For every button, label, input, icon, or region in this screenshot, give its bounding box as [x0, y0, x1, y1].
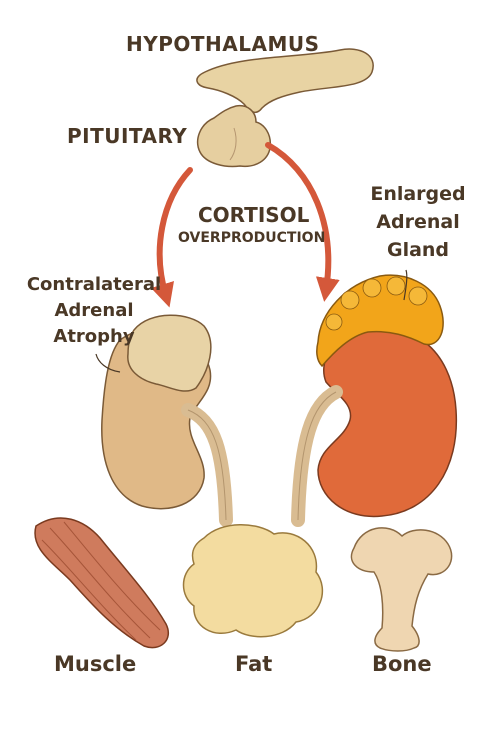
- enlarged-line-2: Adrenal: [376, 211, 460, 233]
- enlarged-adrenal-label: Enlarged Adrenal Gland: [356, 180, 480, 264]
- fat-shape: [182, 524, 324, 638]
- pituitary-label: PITUITARY: [67, 124, 188, 148]
- bone-label: Bone: [372, 652, 432, 676]
- contralateral-line-3: Atrophy: [53, 326, 135, 347]
- hypothalamus-shape: [196, 48, 374, 114]
- fat-label: Fat: [235, 652, 273, 676]
- contralateral-atrophy-label: Contralateral Adrenal Atrophy: [14, 272, 174, 350]
- contralateral-line-2: Adrenal: [54, 300, 134, 321]
- enlarged-line-3: Gland: [386, 239, 450, 261]
- bone-shape: [350, 527, 453, 652]
- hypothalamus-label: HYPOTHALAMUS: [126, 32, 320, 56]
- left-kidney: [95, 314, 233, 527]
- arrow-left: [151, 167, 193, 308]
- arrow-right: [265, 142, 340, 302]
- enlarged-line-1: Enlarged: [370, 183, 466, 205]
- muscle-shape: [34, 517, 169, 649]
- contralateral-line-1: Contralateral: [26, 274, 162, 295]
- overproduction-label: OVERPRODUCTION: [178, 230, 326, 246]
- pituitary-shape: [196, 104, 272, 168]
- right-kidney: [291, 269, 458, 527]
- muscle-label: Muscle: [54, 652, 137, 676]
- cortisol-label: CORTISOL: [198, 203, 310, 227]
